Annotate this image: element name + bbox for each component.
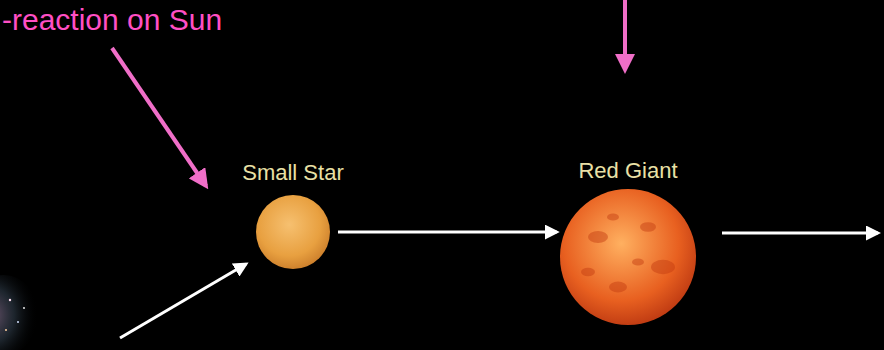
pink-arrow: [623, 0, 627, 70]
pink-arrow: [112, 48, 206, 186]
star-node: Red Giant: [558, 158, 698, 326]
flow-arrow: [338, 231, 557, 234]
red-giant: [559, 188, 697, 326]
star-label: Red Giant: [558, 158, 698, 184]
nebula: [0, 275, 38, 350]
white-arrow: [722, 232, 878, 235]
star-node: Small Star: [238, 160, 347, 270]
star-label: Small Star: [238, 160, 347, 186]
small-star: [255, 194, 331, 270]
white-arrow: [120, 264, 246, 338]
callout-label: -reaction on Sun: [2, 2, 222, 38]
